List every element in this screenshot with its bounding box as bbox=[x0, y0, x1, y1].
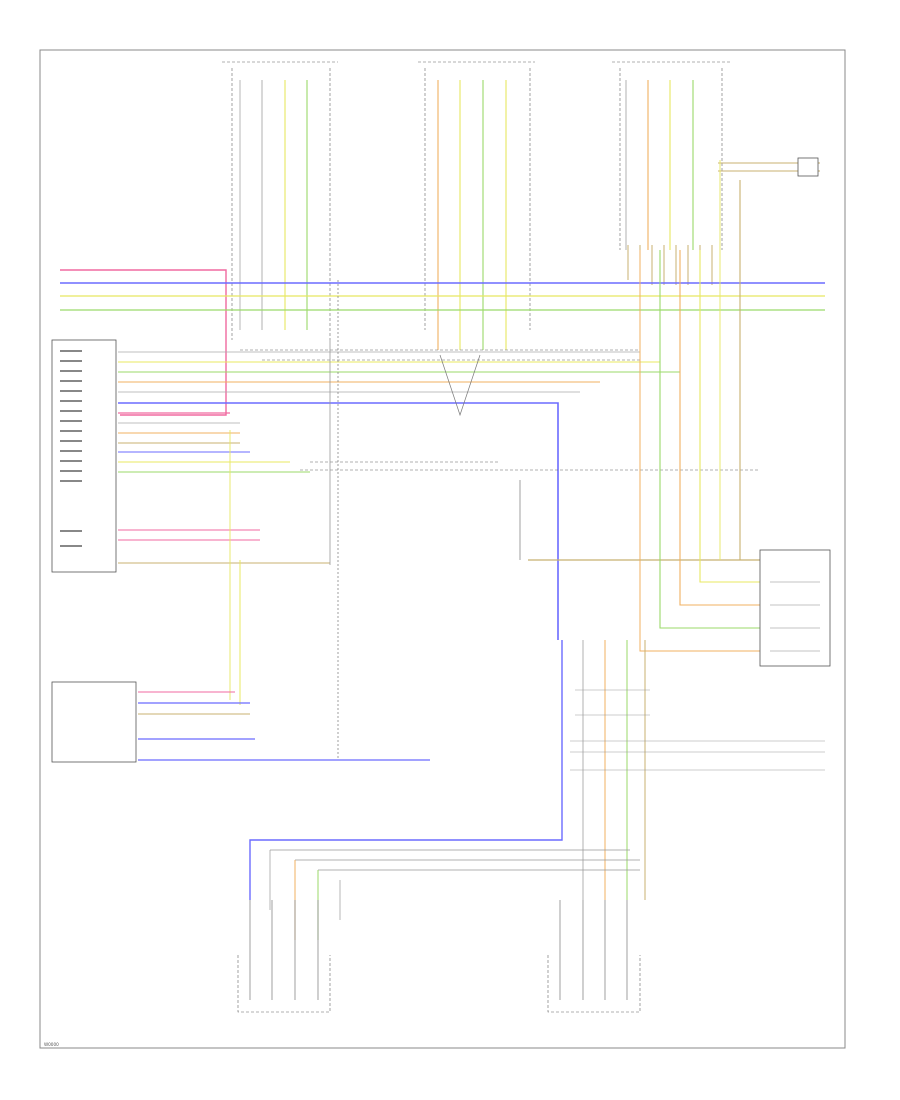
bottom-connector-right bbox=[547, 900, 641, 1013]
module-pin-list bbox=[60, 350, 82, 547]
top-connector-center bbox=[418, 61, 535, 350]
mid-area bbox=[229, 280, 760, 760]
right-upper-branch bbox=[627, 157, 820, 285]
bottom-connector-left bbox=[237, 900, 331, 1013]
footer-code: W0000 bbox=[44, 1042, 59, 1047]
control-module-left bbox=[51, 339, 117, 573]
right-lower-module bbox=[759, 549, 831, 667]
top-connector-right bbox=[612, 61, 730, 250]
right-bus bbox=[519, 160, 760, 652]
top-connector-left bbox=[222, 61, 338, 340]
switch-module bbox=[51, 681, 430, 763]
module-wires bbox=[118, 351, 680, 640]
diagram-frame bbox=[39, 49, 846, 1049]
lower-center-harness bbox=[249, 640, 825, 940]
horizontal-bus bbox=[60, 269, 825, 416]
